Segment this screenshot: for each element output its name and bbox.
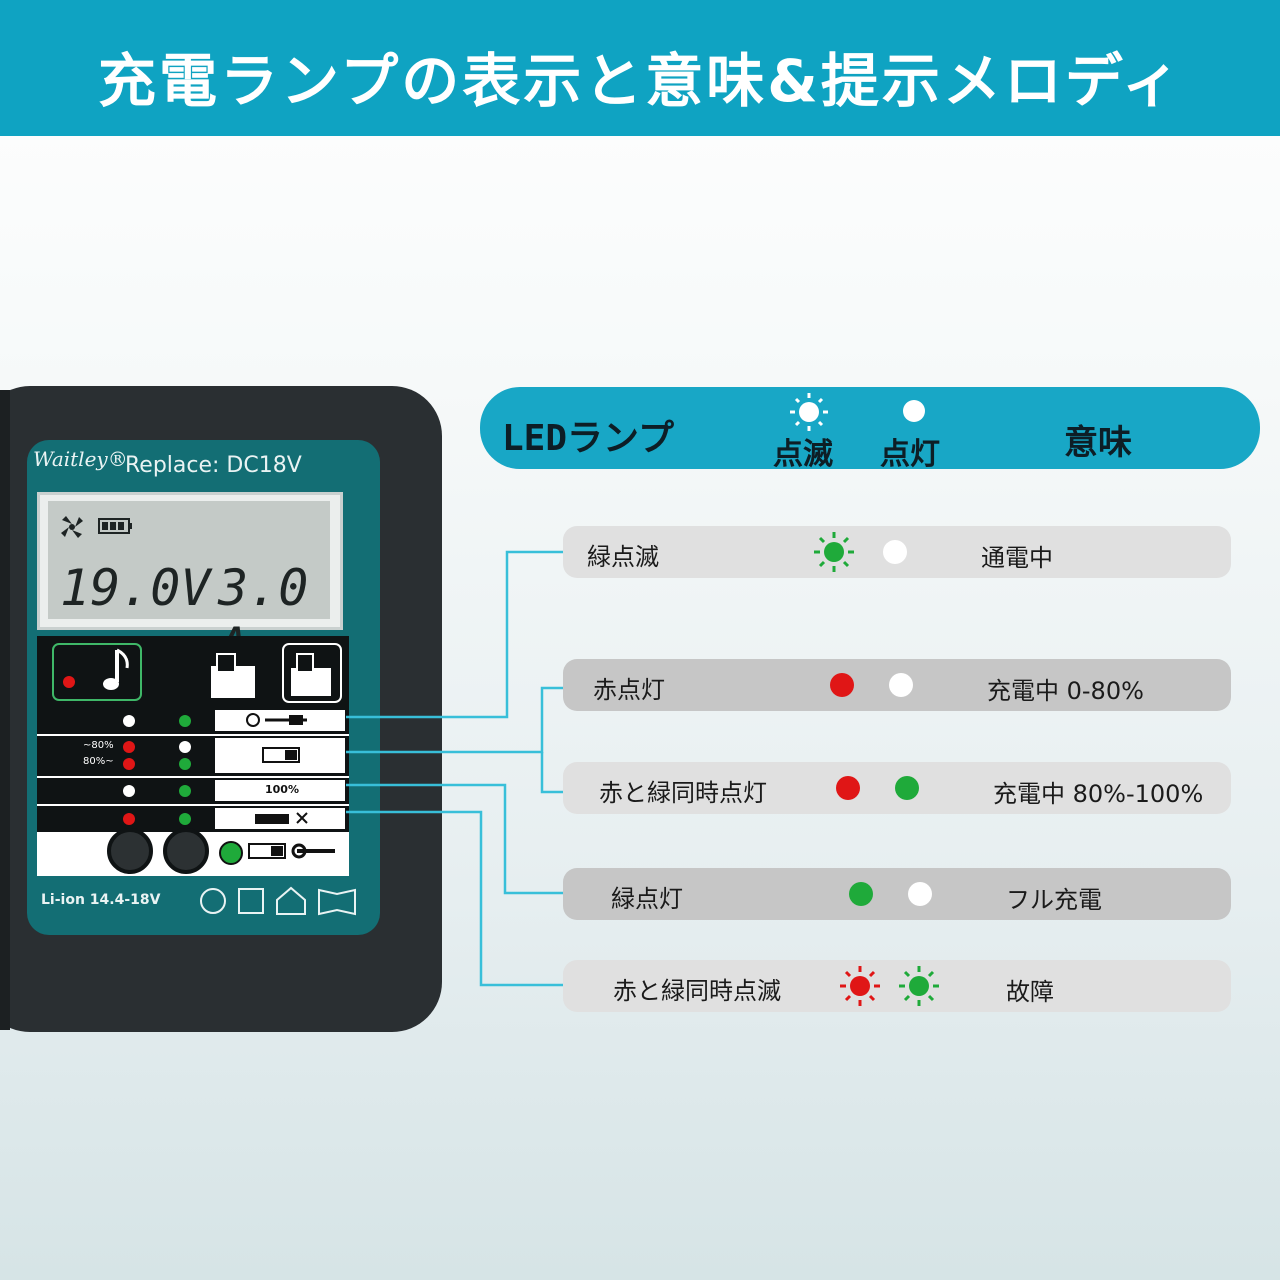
blink-icon xyxy=(790,393,828,431)
status-row-fault xyxy=(37,806,349,832)
red-led-dot xyxy=(836,776,860,800)
battery-level-icon xyxy=(98,518,132,534)
battery-fault-icon xyxy=(255,812,308,824)
green-led xyxy=(179,813,191,825)
spec-label: Li-ion 14.4-18V xyxy=(41,892,161,908)
led-row-red-on: 赤点灯 充電中 0-80% xyxy=(563,659,1231,711)
charger-slot-icon xyxy=(211,653,255,698)
charger-face: Waitley® Replace: DC18V 19.0V 3.0 A xyxy=(27,440,380,935)
power-plug-cell xyxy=(215,710,345,731)
lcd-display: 19.0V 3.0 A xyxy=(37,492,343,675)
led-row-red-green-blink: 赤と緑同時点滅 故障 xyxy=(563,960,1231,1012)
row-label: 赤と緑同時点滅 xyxy=(613,977,781,1005)
row-meaning: 故障 xyxy=(1006,978,1054,1006)
led-row-green-blink: 緑点滅 通電中 xyxy=(563,526,1231,578)
sound-panel xyxy=(37,636,349,708)
blink-label: 点滅 xyxy=(773,437,833,472)
green-blink-icon xyxy=(814,532,854,572)
page-title: 充電ランプの表示と意味&提示メロディ xyxy=(98,47,1183,115)
meaning-label: 意味 xyxy=(1064,423,1132,463)
status-row-full: 100% xyxy=(37,778,349,804)
power-plug-icon xyxy=(246,713,307,727)
green-led xyxy=(179,758,191,770)
red-led xyxy=(123,758,135,770)
white-led xyxy=(123,715,135,727)
maintenance-icon xyxy=(248,843,335,859)
green-led-dot xyxy=(849,882,873,906)
led-lamp-label: LEDランプ xyxy=(502,418,674,459)
led-row-red-green-on: 赤と緑同時点灯 充電中 80%-100% xyxy=(563,762,1231,814)
brand-logo: Waitley® xyxy=(33,447,128,471)
green-blink-icon xyxy=(899,966,939,1006)
voltage-readout: 19.0V xyxy=(60,559,211,617)
replace-label: Replace: DC18V xyxy=(125,453,302,478)
full-label: 100% xyxy=(265,783,299,796)
pct-low-label: ~80% xyxy=(83,740,114,751)
status-row-standby xyxy=(37,708,349,734)
on-label: 点灯 xyxy=(880,437,940,472)
row-meaning: 充電中 80%-100% xyxy=(993,780,1204,808)
green-led-dot xyxy=(895,776,919,800)
full-cell: 100% xyxy=(215,780,345,801)
battery-slot-icon xyxy=(282,643,342,703)
sound-toggle-button[interactable] xyxy=(107,828,153,874)
white-led xyxy=(123,785,135,797)
lcd-screen: 19.0V 3.0 A xyxy=(48,501,330,675)
battery-charging-icon xyxy=(262,747,300,763)
legend-header: LEDランプ 点滅 点灯 意味 xyxy=(480,387,1260,472)
white-led-dot xyxy=(883,540,907,564)
status-row-charging: ~80% 80%~ xyxy=(37,736,349,776)
row-meaning: 充電中 0-80% xyxy=(987,677,1144,705)
row-meaning: 通電中 xyxy=(981,544,1053,572)
row-label: 緑点滅 xyxy=(587,543,659,571)
fault-cell xyxy=(215,808,345,829)
red-led-dot xyxy=(830,673,854,697)
indicator-panel: ~80% 80%~ 100% xyxy=(37,636,349,876)
red-led xyxy=(123,813,135,825)
green-led xyxy=(179,785,191,797)
title-banner: 充電ランプの表示と意味&提示メロディ xyxy=(0,0,1280,136)
on-icon xyxy=(903,400,925,422)
eco-icons xyxy=(200,886,356,916)
green-led xyxy=(179,715,191,727)
charging-cell xyxy=(215,738,345,773)
charger-edge xyxy=(0,390,10,1030)
row-label: 緑点灯 xyxy=(611,885,683,913)
music-note-icon xyxy=(52,643,142,701)
white-led xyxy=(179,741,191,753)
red-blink-icon xyxy=(840,966,880,1006)
led-row-green-on: 緑点灯 フル充電 xyxy=(563,868,1231,920)
maintenance-led xyxy=(219,841,243,865)
row-meaning: フル充電 xyxy=(1006,886,1102,914)
pct-high-label: 80%~ xyxy=(83,756,114,767)
red-led xyxy=(123,741,135,753)
row-label: 赤点灯 xyxy=(593,676,665,704)
white-led-dot xyxy=(908,882,932,906)
fan-icon xyxy=(61,516,83,538)
row-label: 赤と緑同時点灯 xyxy=(599,779,767,807)
mode-button[interactable] xyxy=(163,828,209,874)
white-led-dot xyxy=(889,673,913,697)
